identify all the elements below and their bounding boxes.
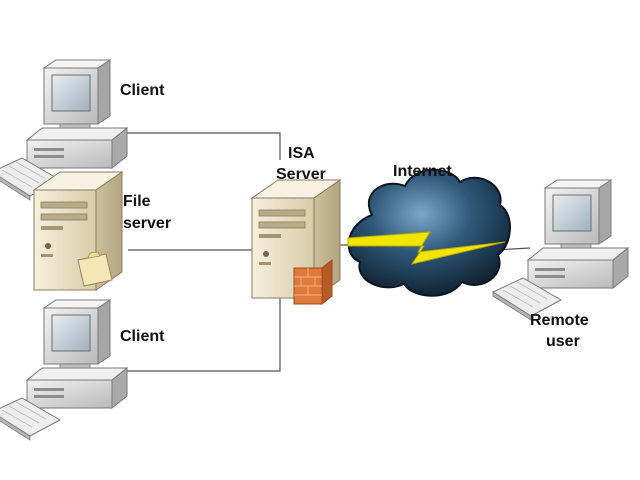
label-client-top: Client (120, 82, 165, 99)
label-remote-user-line2: user (546, 333, 580, 350)
label-internet: Internet (393, 163, 452, 180)
label-file-server-line1: File (123, 193, 151, 210)
folder-icon (77, 251, 113, 287)
internet-cloud (347, 168, 511, 297)
label-client-bottom: Client (120, 328, 165, 345)
label-file-server-line2: server (123, 215, 171, 232)
file-server (33, 171, 123, 291)
computer-icon (492, 179, 629, 321)
cable-client-bottom (122, 298, 281, 372)
computer-icon (0, 299, 128, 441)
client-bottom-computer (0, 299, 128, 441)
lightning-icon (347, 231, 506, 265)
cable-client-top (122, 132, 281, 160)
remote-user-computer (492, 179, 629, 321)
label-remote-user-line1: Remote (530, 312, 589, 329)
label-isa-server-line1: ISA (288, 145, 315, 162)
label-isa-server-line2: Server (276, 166, 326, 183)
firewall-icon (293, 258, 333, 306)
isa-server (251, 179, 341, 306)
